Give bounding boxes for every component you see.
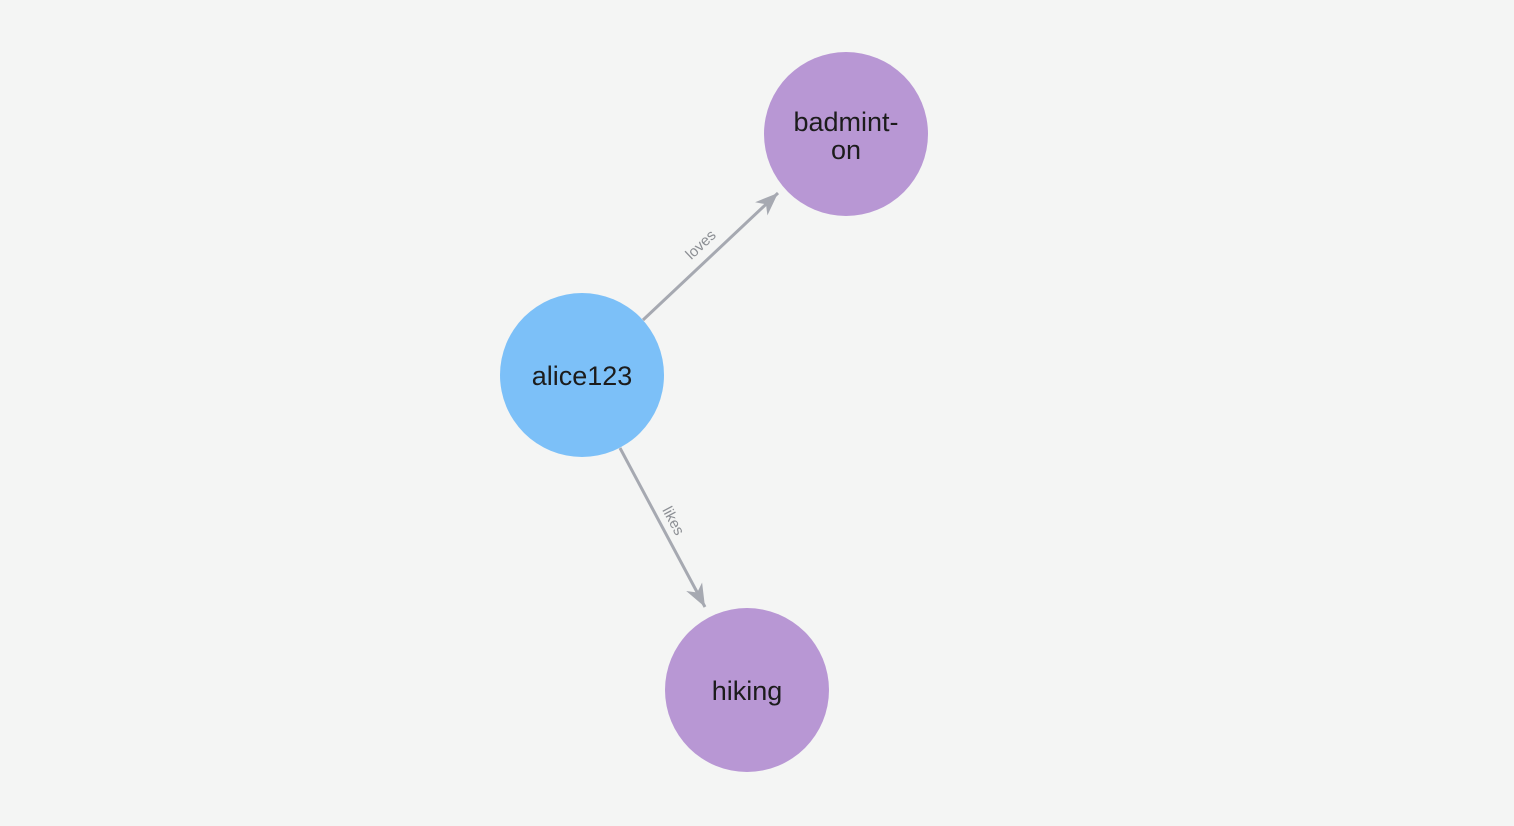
- edge-label-likes[interactable]: likes: [658, 504, 687, 538]
- node-circle-badminton[interactable]: [764, 52, 928, 216]
- edge-loves: loves: [641, 191, 780, 322]
- edge-line-likes[interactable]: [618, 447, 707, 608]
- node-alice123[interactable]: alice123: [500, 293, 664, 457]
- node-circle-hiking[interactable]: [665, 608, 829, 772]
- edge-likes: likes: [618, 447, 707, 608]
- edge-label-loves[interactable]: loves: [682, 227, 719, 263]
- node-hiking[interactable]: hiking: [665, 608, 829, 772]
- node-badminton[interactable]: badmint- on: [764, 52, 928, 216]
- node-circle-alice123[interactable]: [500, 293, 664, 457]
- edge-line-loves[interactable]: [641, 191, 780, 322]
